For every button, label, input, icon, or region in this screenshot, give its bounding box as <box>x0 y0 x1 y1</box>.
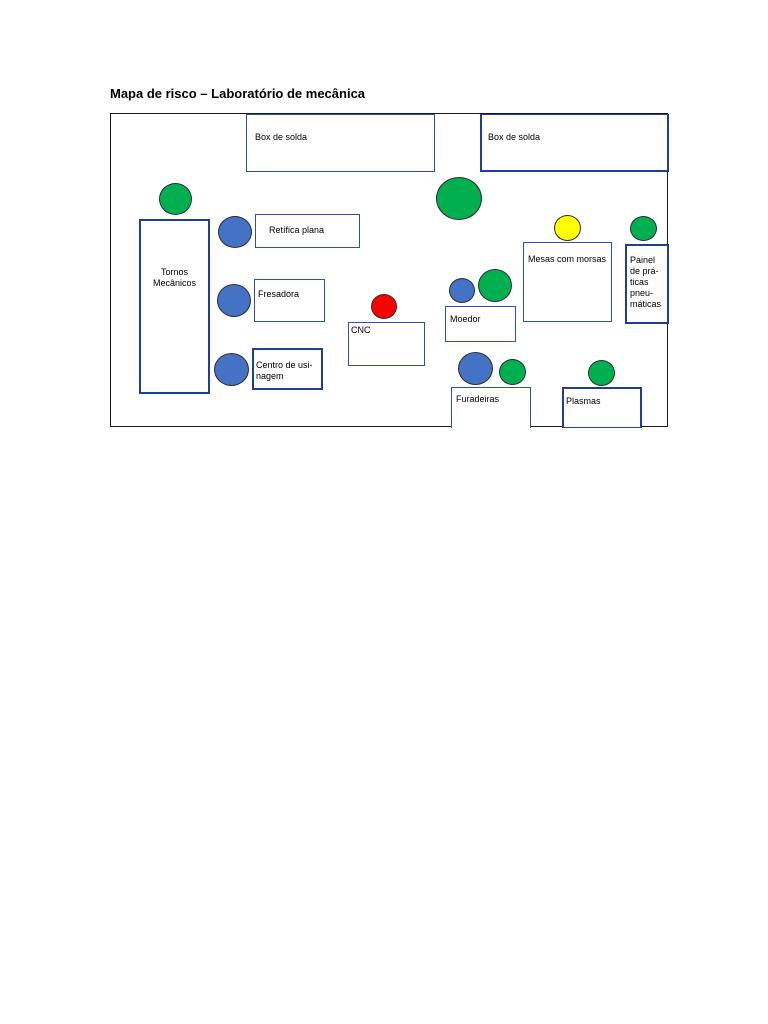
area-centro-de-usinagem: Centro de usi-nagem <box>252 348 323 390</box>
area-label: Moedor <box>450 314 481 324</box>
area-label: Fresadora <box>258 289 300 299</box>
risk-circle-green <box>478 269 512 302</box>
area-furadeiras: Furadeiras <box>451 387 531 428</box>
area-painel-praticas-pneumaticas: Painel de prá-ticas pneu-máticas <box>625 244 669 324</box>
area-tornos-mecanicos: Tornos Mecânicos <box>139 219 210 394</box>
area-label: Plasmas <box>566 396 601 406</box>
area-fresadora: Fresadora <box>254 279 325 322</box>
risk-map: Box de solda Box de solda Tornos Mecânic… <box>110 113 669 428</box>
area-moedor: Moedor <box>445 306 516 342</box>
area-label: Furadeiras <box>456 394 500 404</box>
risk-circle-red <box>371 294 397 319</box>
area-label: Tornos Mecânicos <box>152 267 197 288</box>
risk-circle-blue <box>214 353 249 386</box>
risk-circle-blue <box>217 284 251 317</box>
area-label: Retífica plana <box>269 225 325 235</box>
area-label: Box de solda <box>255 132 308 142</box>
risk-circle-blue <box>458 352 493 385</box>
risk-circle-blue <box>449 278 475 303</box>
risk-circle-green <box>436 177 482 220</box>
area-label: Box de solda <box>488 132 541 142</box>
page-title: Mapa de risco – Laboratório de mecânica <box>110 86 366 101</box>
risk-circle-green <box>499 359 526 385</box>
area-label: CNC <box>351 325 371 335</box>
risk-circle-green <box>588 360 615 386</box>
area-label: Mesas com morsas <box>528 254 607 264</box>
area-mesas-com-morsas: Mesas com morsas <box>523 242 612 322</box>
risk-circle-green <box>630 216 657 241</box>
risk-circle-yellow <box>554 215 581 241</box>
area-plasmas: Plasmas <box>562 387 642 428</box>
area-retifica-plana: Retífica plana <box>255 214 360 248</box>
risk-circle-green <box>159 183 192 215</box>
area-box-de-solda-1: Box de solda <box>246 114 435 172</box>
risk-circle-blue <box>218 216 252 248</box>
area-label: Painel de prá-ticas pneu-máticas <box>630 255 662 309</box>
area-box-de-solda-2: Box de solda <box>480 114 669 172</box>
area-cnc: CNC <box>348 322 425 366</box>
area-label: Centro de usi-nagem <box>256 360 313 381</box>
